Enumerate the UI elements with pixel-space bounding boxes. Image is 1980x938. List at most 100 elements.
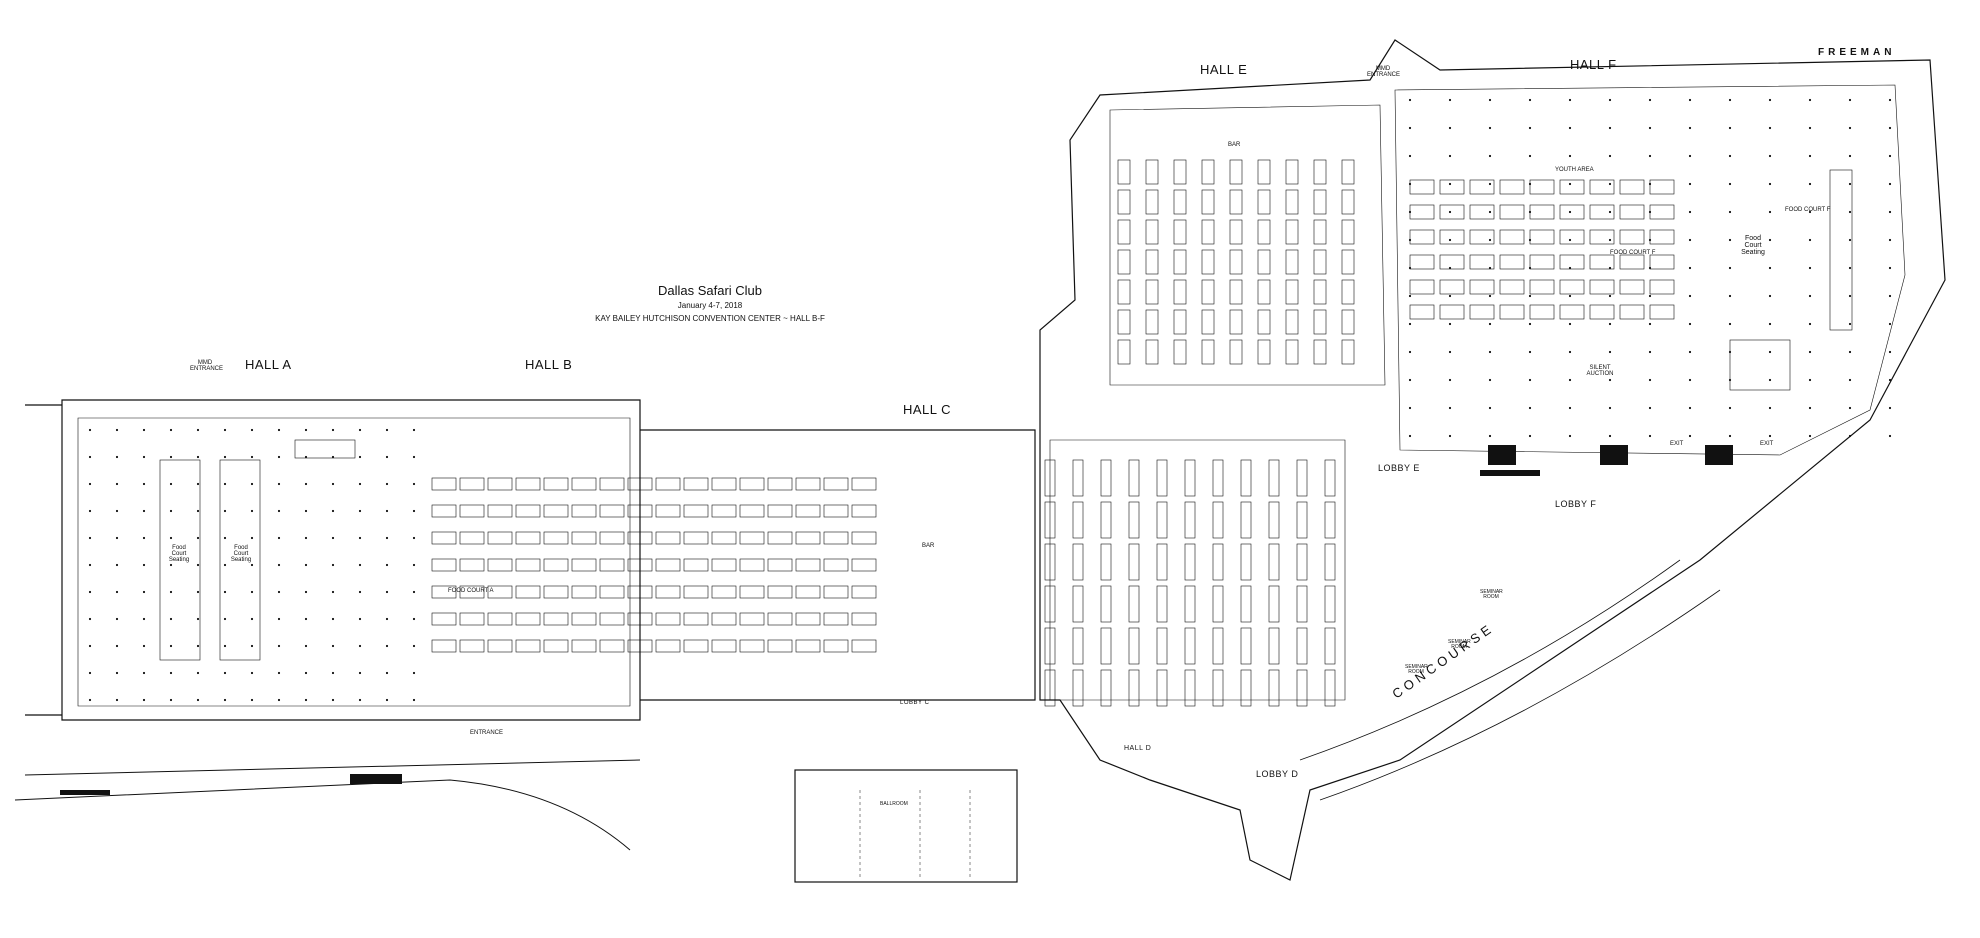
column-dot (1688, 434, 1692, 438)
booth (683, 504, 709, 518)
column-dot (1688, 378, 1692, 382)
booth (683, 639, 709, 653)
booth (1201, 309, 1215, 335)
column-dot (358, 536, 362, 540)
column-dot (1408, 126, 1412, 130)
column-dot (1488, 294, 1492, 298)
hall-b-label: HALL B (525, 357, 573, 372)
booth (683, 477, 709, 491)
booth (1072, 585, 1084, 623)
booth (1296, 585, 1308, 623)
booth (571, 558, 597, 572)
column-dot (88, 509, 92, 513)
booth (1649, 179, 1675, 195)
bar-c-label: BAR (922, 543, 935, 549)
booth (1257, 159, 1271, 185)
column-dot (1768, 322, 1772, 326)
booth (459, 639, 485, 653)
booth (1313, 189, 1327, 215)
column-dot (1728, 294, 1732, 298)
booth (1128, 669, 1140, 707)
column-dot (1848, 182, 1852, 186)
booth (1072, 669, 1084, 707)
column-dot (1528, 406, 1532, 410)
column-dot (1568, 294, 1572, 298)
column-dot (1608, 154, 1612, 158)
column-dot (385, 482, 389, 486)
column-dot (1768, 406, 1772, 410)
food-court-seating-block (159, 459, 201, 661)
column-dot (358, 509, 362, 513)
booth (599, 639, 625, 653)
booth (1619, 279, 1645, 295)
booth (1589, 229, 1615, 245)
column-dot (304, 509, 308, 513)
booth (851, 477, 877, 491)
column-dot (1488, 266, 1492, 270)
booth (1257, 279, 1271, 305)
column-dot (331, 698, 335, 702)
booth (1156, 669, 1168, 707)
hall-d-label: HALL D (1124, 745, 1152, 752)
column-dot (1688, 238, 1692, 242)
column-dot (1688, 126, 1692, 130)
booth (1341, 249, 1355, 275)
booth (1268, 543, 1280, 581)
booth (627, 612, 653, 626)
column-dot (88, 482, 92, 486)
booth (571, 612, 597, 626)
column-dot (1528, 322, 1532, 326)
column-dot (277, 482, 281, 486)
column-dot (196, 428, 200, 432)
column-dot (1848, 378, 1852, 382)
column-dot (88, 536, 92, 540)
booth (1145, 159, 1159, 185)
column-dot (385, 590, 389, 594)
booth (487, 558, 513, 572)
booth (1145, 339, 1159, 365)
column-dot (169, 482, 173, 486)
booth (1229, 309, 1243, 335)
column-dot (223, 590, 227, 594)
booth (795, 612, 821, 626)
booth (571, 531, 597, 545)
booth (543, 477, 569, 491)
column-dot (1448, 350, 1452, 354)
column-dot (115, 536, 119, 540)
column-dot (1808, 126, 1812, 130)
column-dot (1448, 154, 1452, 158)
column-dot (331, 482, 335, 486)
column-dot (88, 698, 92, 702)
mmd-entrance-e-label: MMD ENTRANCE (1367, 66, 1401, 78)
booth (1313, 219, 1327, 245)
booth (1257, 309, 1271, 335)
column-dot (223, 563, 227, 567)
column-dot (1568, 434, 1572, 438)
food-court-f-label: FOOD COURT F (1785, 207, 1831, 213)
booth (1257, 339, 1271, 365)
column-dot (196, 563, 200, 567)
column-dot (1848, 238, 1852, 242)
brand-logo: FREEMAN (1818, 47, 1896, 58)
column-dot (412, 644, 416, 648)
column-dot (1688, 266, 1692, 270)
concourse-curve-2 (1319, 589, 1721, 801)
booth (1117, 279, 1131, 305)
column-dot (358, 482, 362, 486)
booth (1173, 339, 1187, 365)
column-dot (1608, 350, 1612, 354)
booth (1469, 279, 1495, 295)
booth (1240, 585, 1252, 623)
booth (1529, 179, 1555, 195)
column-dot (1608, 322, 1612, 326)
booth (1268, 669, 1280, 707)
column-dot (1848, 154, 1852, 158)
column-dot (1648, 98, 1652, 102)
column-dot (1408, 294, 1412, 298)
booth (1341, 339, 1355, 365)
column-dot (412, 590, 416, 594)
column-dot (331, 536, 335, 540)
booth (683, 612, 709, 626)
booth (711, 585, 737, 599)
